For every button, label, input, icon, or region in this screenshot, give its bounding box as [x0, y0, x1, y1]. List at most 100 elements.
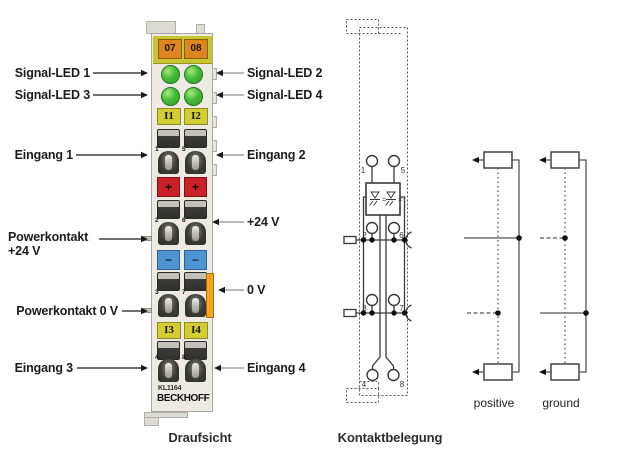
- arrow-head: [539, 368, 546, 376]
- kbus-knife-contact: [212, 116, 217, 128]
- release-tab-orange: [206, 273, 214, 318]
- callout-signal-led-4: Signal-LED 4: [247, 88, 323, 102]
- signal-led-4-icon: [184, 87, 203, 106]
- schematic-contact-numbers: 1 5 2 6 3 7 4 8: [361, 166, 406, 389]
- clamp-terminal-1: [157, 129, 180, 148]
- wire-hole-terminal-1: [158, 151, 179, 174]
- callout-signal-led-3: Signal-LED 3: [14, 88, 90, 102]
- wire-hole-terminal-8: [185, 359, 206, 382]
- signal-led-3-icon: [161, 87, 180, 106]
- minus-block-left: −: [157, 250, 180, 270]
- kbus-knife-contact: [212, 140, 217, 152]
- callout-eingang-2: Eingang 2: [247, 148, 306, 162]
- clamp-terminal-5: [184, 129, 207, 148]
- arrow-head: [539, 156, 546, 164]
- kbus-knife-contact: [212, 92, 217, 104]
- svg-text:2: 2: [362, 231, 367, 240]
- wiring-diagram-positive: [464, 151, 522, 381]
- terminal-number-4: 4: [155, 354, 159, 361]
- channel-chip-i1: I1: [157, 108, 181, 125]
- load-box-top: [550, 151, 580, 169]
- svg-text:6: 6: [399, 231, 404, 240]
- clamp-terminal-8: [184, 341, 207, 360]
- callout-line-1: Powerkontakt: [8, 230, 89, 244]
- label-positive: positive: [473, 396, 515, 410]
- caption-kontaktbelegung: Kontaktbelegung: [337, 430, 443, 445]
- left-callout-arrows: [76, 69, 148, 372]
- plus-block-right: +: [184, 177, 207, 197]
- callout-powerkontakt-24v: Powerkontakt +24 V: [8, 230, 97, 258]
- terminal-number-5: 5: [182, 146, 186, 153]
- terminal-number-8: 8: [182, 354, 186, 361]
- wire-hole-terminal-7: [185, 294, 206, 317]
- load-box-top: [483, 151, 513, 169]
- callout-eingang-1: Eingang 1: [14, 148, 74, 162]
- wiring-diagram-ground: [539, 151, 589, 381]
- arrow-head: [472, 368, 479, 376]
- clamp-terminal-2: [157, 200, 180, 219]
- svg-text:3: 3: [362, 304, 367, 313]
- terminal-number-6: 6: [182, 217, 186, 224]
- junction-dot: [562, 235, 568, 241]
- load-box-bottom: [483, 363, 513, 381]
- callout-powerkontakt-0v: Powerkontakt 0 V: [16, 304, 118, 318]
- clamp-terminal-3: [157, 272, 180, 291]
- kl1164-terminal-module: 07 08 I1 I2 1 5 + + 2 6 − − 3 7: [151, 33, 214, 412]
- power-spring-0v: [405, 304, 412, 322]
- kbus-contact-08: 08: [184, 39, 208, 59]
- wire-hole-terminal-6: [185, 222, 206, 245]
- kbus-knife-contact: [212, 164, 217, 176]
- junction-dot: [583, 310, 589, 316]
- junction-dot: [495, 310, 501, 316]
- svg-text:4: 4: [362, 380, 367, 389]
- callout-0v: 0 V: [247, 283, 266, 297]
- led-symbols: = =: [369, 191, 402, 206]
- wire-hole-terminal-3: [158, 294, 179, 317]
- svg-text:1: 1: [361, 166, 366, 175]
- junction-dots: [360, 237, 408, 316]
- svg-text:7: 7: [399, 304, 404, 313]
- caption-draufsicht: Draufsicht: [168, 430, 232, 445]
- callout-signal-led-1: Signal-LED 1: [14, 66, 90, 80]
- power-contact-blade-24v: [142, 236, 152, 241]
- contact-assignment-schematic: = = 1 5 2 6: [343, 19, 412, 403]
- plus-block-left: +: [157, 177, 180, 197]
- label-ground: ground: [542, 396, 580, 410]
- arrow-head: [472, 156, 479, 164]
- channel-chip-i2: I2: [184, 108, 208, 125]
- wire-hole-terminal-5: [185, 151, 206, 174]
- junction-dot: [516, 235, 522, 241]
- callout-line-2: +24 V: [8, 244, 41, 258]
- kbus-knife-contact: [212, 68, 217, 80]
- terminal-number-2: 2: [155, 217, 159, 224]
- terminal-number-7: 7: [182, 289, 186, 296]
- callout-signal-led-2: Signal-LED 2: [247, 66, 323, 80]
- equals-sign: =: [382, 197, 386, 204]
- callout-eingang-4: Eingang 4: [247, 361, 306, 375]
- din-rail-hook-bottom: [144, 412, 188, 418]
- svg-text:5: 5: [401, 166, 406, 175]
- contact-circles: [365, 154, 401, 382]
- load-box-bottom: [550, 363, 580, 381]
- power-blade-0v: [343, 308, 357, 318]
- minus-block-right: −: [184, 250, 207, 270]
- signal-led-1-icon: [161, 65, 180, 84]
- clamp-terminal-7: [184, 272, 207, 291]
- channel-chip-i4: I4: [184, 322, 208, 339]
- housing-outline-dashed: [346, 19, 408, 403]
- svg-text:8: 8: [400, 380, 405, 389]
- wire-hole-terminal-4: [158, 359, 179, 382]
- channel-chip-i3: I3: [157, 322, 181, 339]
- callout-eingang-3: Eingang 3: [14, 361, 74, 375]
- terminal-number-1: 1: [155, 146, 159, 153]
- supply-line-solid: [512, 159, 520, 373]
- power-spring-24v: [405, 231, 412, 249]
- internal-wiring: [343, 166, 412, 370]
- signal-led-2-icon: [184, 65, 203, 84]
- callout-plus-24v: +24 V: [247, 215, 280, 229]
- clamp-terminal-6: [184, 200, 207, 219]
- equals-sign: =: [398, 197, 402, 204]
- clamp-terminal-4: [157, 341, 180, 360]
- power-blade-24v: [343, 235, 357, 245]
